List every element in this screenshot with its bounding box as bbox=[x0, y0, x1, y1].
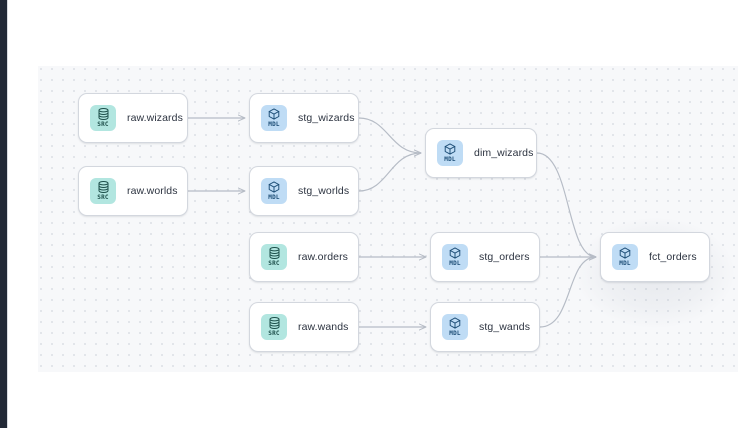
cube-icon: MDL bbox=[442, 314, 468, 340]
node-kind-tag: MDL bbox=[619, 260, 631, 267]
database-icon: SRC bbox=[261, 244, 287, 270]
node-kind-tag: MDL bbox=[449, 330, 461, 337]
left-rail bbox=[0, 0, 7, 428]
node-label: stg_wands bbox=[479, 321, 531, 333]
graph-node-raw_wands[interactable]: SRC raw.wands bbox=[249, 302, 359, 352]
node-kind-tag: SRC bbox=[268, 260, 280, 267]
node-label: stg_wizards bbox=[298, 112, 355, 124]
node-label: raw.worlds bbox=[127, 185, 178, 197]
node-label: raw.wands bbox=[298, 321, 349, 333]
graph-node-raw_wizards[interactable]: SRC raw.wizards bbox=[78, 93, 188, 143]
graph-node-stg_wizards[interactable]: MDL stg_wizards bbox=[249, 93, 359, 143]
node-kind-tag: SRC bbox=[97, 121, 109, 128]
node-kind-tag: MDL bbox=[449, 260, 461, 267]
cube-icon: MDL bbox=[442, 244, 468, 270]
graph-node-stg_wands[interactable]: MDL stg_wands bbox=[430, 302, 540, 352]
node-label: stg_worlds bbox=[298, 185, 350, 197]
cube-icon: MDL bbox=[261, 105, 287, 131]
edge-stg-wizards-to-dim-wizards bbox=[358, 117, 421, 153]
cube-icon: MDL bbox=[612, 244, 638, 270]
database-icon: SRC bbox=[261, 314, 287, 340]
node-label: fct_orders bbox=[649, 251, 697, 263]
node-label: raw.wizards bbox=[127, 112, 183, 124]
node-label: dim_wizards bbox=[474, 147, 534, 159]
graph-node-stg_orders[interactable]: MDL stg_orders bbox=[430, 232, 540, 282]
node-label: raw.orders bbox=[298, 251, 349, 263]
database-icon: SRC bbox=[90, 105, 116, 131]
node-kind-tag: MDL bbox=[268, 121, 280, 128]
edge-dim-wizards-to-fct-orders bbox=[536, 152, 596, 257]
node-kind-tag: MDL bbox=[444, 156, 456, 163]
node-kind-tag: SRC bbox=[97, 194, 109, 201]
node-kind-tag: SRC bbox=[268, 330, 280, 337]
node-kind-tag: MDL bbox=[268, 194, 280, 201]
graph-node-raw_orders[interactable]: SRC raw.orders bbox=[249, 232, 359, 282]
database-icon: SRC bbox=[90, 178, 116, 204]
rail-divider bbox=[7, 0, 8, 428]
graph-node-fct_orders[interactable]: MDL fct_orders bbox=[600, 232, 710, 282]
graph-node-raw_worlds[interactable]: SRC raw.worlds bbox=[78, 166, 188, 216]
node-label: stg_orders bbox=[479, 251, 530, 263]
cube-icon: MDL bbox=[437, 140, 463, 166]
graph-node-dim_wizards[interactable]: MDL dim_wizards bbox=[425, 128, 537, 178]
graph-node-stg_worlds[interactable]: MDL stg_worlds bbox=[249, 166, 359, 216]
edge-stg-worlds-to-dim-wizards bbox=[358, 153, 421, 192]
cube-icon: MDL bbox=[261, 178, 287, 204]
edge-stg-wands-to-fct-orders bbox=[539, 257, 596, 328]
